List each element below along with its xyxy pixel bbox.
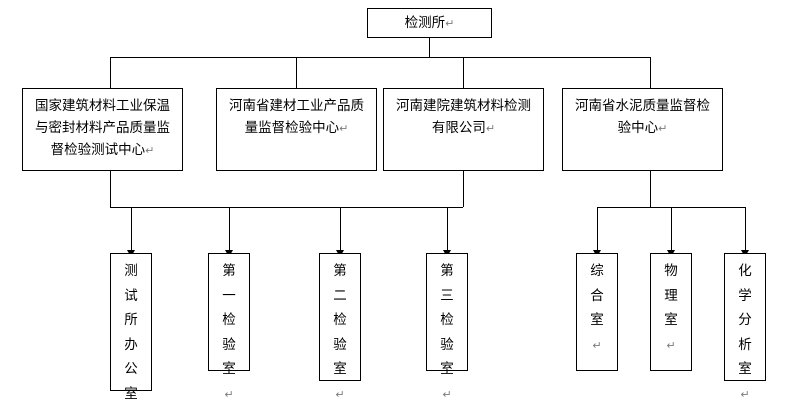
- pilcrow-icon: ↵: [658, 122, 668, 135]
- node-l3-3[interactable]: 第二检验室 ↵: [319, 253, 361, 401]
- node-l3-6-text: 物理室: [664, 263, 678, 328]
- node-l3-4[interactable]: 第三检验室 ↵: [426, 253, 468, 401]
- node-l3-1-label: 测试所办公室↵: [124, 254, 138, 402]
- connector-drop-l2-4: [650, 57, 651, 88]
- pilcrow-icon: ↵: [442, 387, 452, 401]
- connector-drop-l3-6: [671, 207, 672, 252]
- connector-drop-l3-2: [229, 207, 230, 252]
- node-l3-2[interactable]: 第一检验室 ↵: [208, 253, 250, 401]
- pilcrow-icon: ↵: [666, 338, 676, 352]
- node-l3-7[interactable]: 化学分析室 ↵: [724, 253, 766, 401]
- connector-root-stem: [429, 37, 430, 57]
- connector-drop-l3-4: [447, 207, 448, 252]
- node-l3-1-text: 测试所办公室: [124, 263, 138, 402]
- node-l2-2-text: 河南省建材工业产品质量监督检验中心: [229, 98, 364, 136]
- node-l3-4-label: 第三检验室 ↵: [440, 254, 454, 402]
- node-l3-7-text: 化学分析室: [738, 263, 752, 377]
- node-l2-1-text: 国家建筑材料工业保温与密封材料产品质量监督检验测试中心: [35, 98, 170, 158]
- pilcrow-icon: ↵: [445, 16, 455, 30]
- node-l3-5[interactable]: 综合室 ↵: [576, 253, 618, 371]
- pilcrow-icon: ↵: [592, 338, 602, 352]
- pilcrow-icon: ↵: [740, 387, 750, 401]
- connector-stem-l2-1: [110, 170, 111, 207]
- connector-level2-bus: [110, 57, 650, 58]
- node-l2-4-text: 河南省水泥质量监督检验中心: [575, 98, 710, 136]
- connector-drop-l3-7: [745, 207, 746, 252]
- node-l3-5-text: 综合室: [590, 263, 604, 328]
- node-l3-6[interactable]: 物理室 ↵: [650, 253, 692, 371]
- connector-drop-l3-5: [597, 207, 598, 252]
- node-l3-3-text: 第二检验室: [333, 263, 347, 377]
- pilcrow-icon: ↵: [145, 144, 155, 157]
- pilcrow-icon: ↵: [339, 122, 349, 135]
- pilcrow-icon: ↵: [224, 387, 234, 401]
- connector-drop-l2-1: [110, 57, 111, 88]
- node-root-text: 检测所: [404, 14, 446, 31]
- connector-drop-l2-3: [463, 57, 464, 88]
- connector-drop-l2-2: [296, 57, 297, 88]
- node-l2-3-text: 河南建院建筑材料检测有限公司: [396, 98, 531, 136]
- node-l3-6-label: 物理室 ↵: [664, 254, 678, 358]
- pilcrow-icon: ↵: [485, 122, 496, 135]
- node-l3-1[interactable]: 测试所办公室↵: [110, 253, 152, 402]
- node-l2-1[interactable]: 国家建筑材料工业保温与密封材料产品质量监督检验测试中心↵: [22, 88, 183, 171]
- connector-stem-l2-3: [463, 170, 464, 207]
- node-root[interactable]: 检测所↵: [367, 8, 492, 38]
- node-l2-4[interactable]: 河南省水泥质量监督检验中心↵: [562, 88, 723, 171]
- connector-drop-l3-1: [131, 207, 132, 252]
- node-l3-5-label: 综合室 ↵: [590, 254, 604, 358]
- node-l2-3[interactable]: 河南建院建筑材料检测有限公司↵: [383, 88, 544, 171]
- node-root-label: 检测所↵: [405, 13, 455, 34]
- node-l3-7-label: 化学分析室 ↵: [738, 254, 752, 402]
- node-l2-1-label: 国家建筑材料工业保温与密封材料产品质量监督检验测试中心↵: [23, 89, 182, 162]
- node-l3-2-label: 第一检验室 ↵: [222, 254, 236, 402]
- connector-drop-l3-3: [340, 207, 341, 252]
- connector-level3-left-bus: [110, 207, 463, 208]
- node-l2-3-label: 河南建院建筑材料检测有限公司↵: [384, 89, 543, 140]
- connector-stem-l2-4: [650, 170, 651, 207]
- pilcrow-icon: ↵: [335, 387, 345, 401]
- node-l3-3-label: 第二检验室 ↵: [333, 254, 347, 402]
- node-l2-2[interactable]: 河南省建材工业产品质量监督检验中心↵: [216, 88, 377, 171]
- node-l3-4-text: 第三检验室: [440, 263, 454, 377]
- node-l2-2-label: 河南省建材工业产品质量监督检验中心↵: [217, 89, 376, 140]
- node-l2-4-label: 河南省水泥质量监督检验中心↵: [563, 89, 722, 140]
- node-l3-2-text: 第一检验室: [222, 263, 236, 377]
